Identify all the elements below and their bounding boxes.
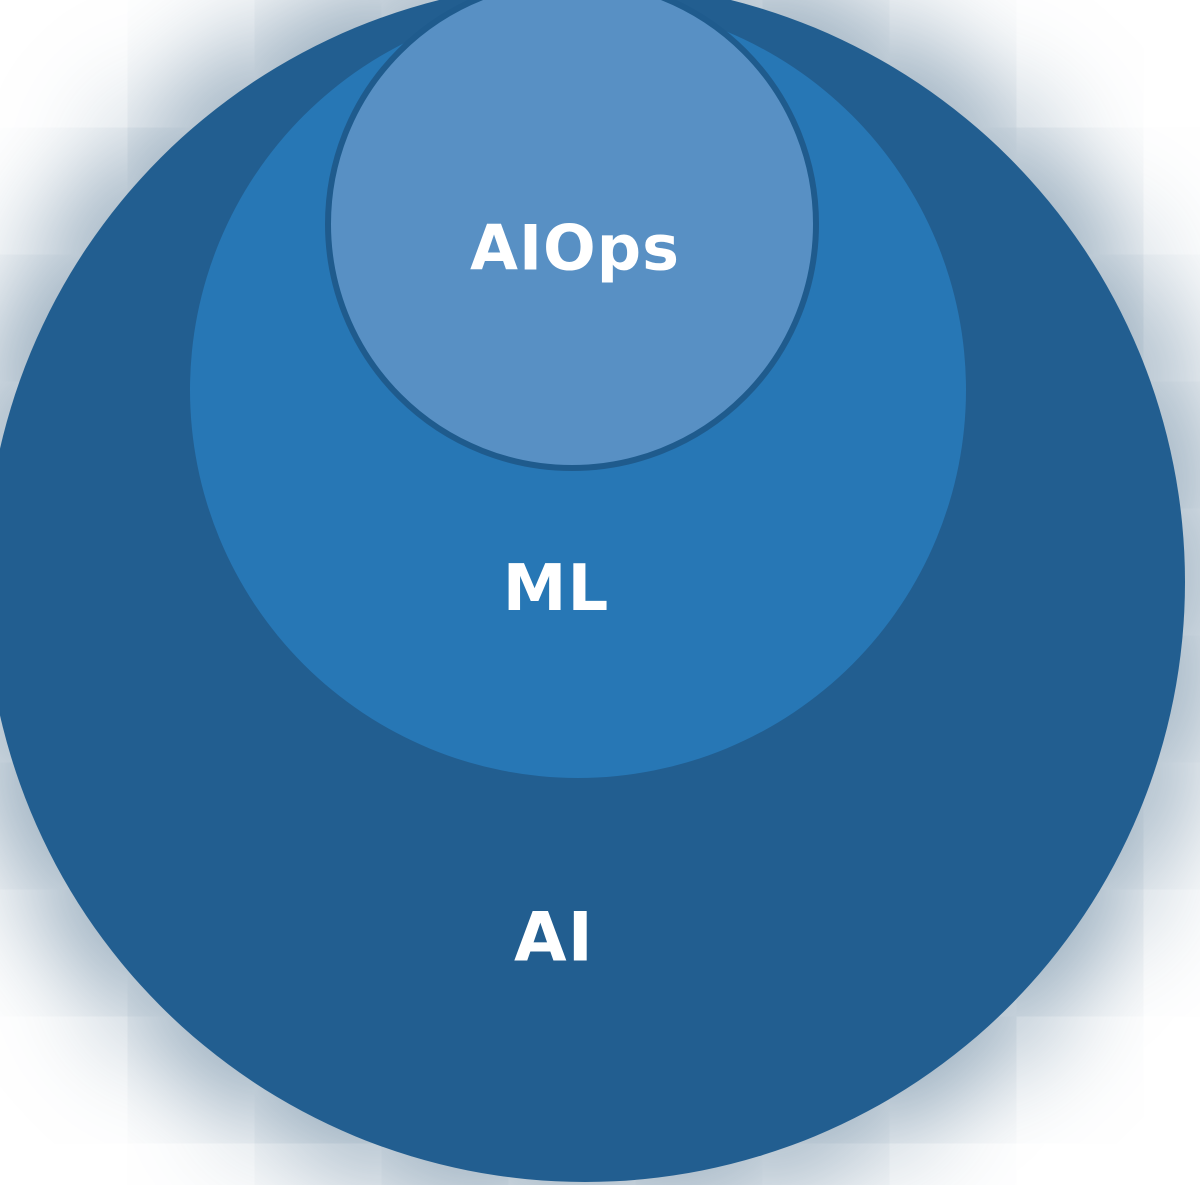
- ml-label: ML: [502, 552, 610, 626]
- aiops-circle: [325, 0, 819, 471]
- aiops-label: AIOps: [469, 211, 681, 285]
- ai-label: AI: [514, 898, 594, 978]
